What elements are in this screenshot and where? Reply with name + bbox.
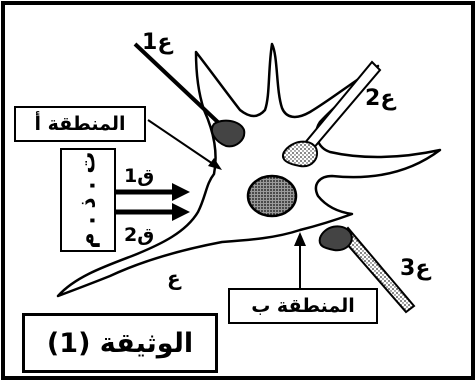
neuron-3-bouton [318, 225, 353, 252]
neuron-outline [56, 42, 442, 298]
region-a-label: المنطقة أ [14, 106, 146, 142]
stimulation-device-label: ت . ذ . م [75, 151, 101, 249]
region-a-arrow [147, 119, 217, 167]
neuron-main-label: ع [167, 266, 181, 290]
stimulus-2-label: ق2 [124, 224, 155, 246]
neuron-1-axon [133, 42, 224, 128]
stimulation-device: ت . ذ . م [60, 148, 116, 252]
neuron-1-label: ع1 [142, 30, 173, 55]
neuron-3-label: ع3 [400, 256, 431, 281]
stimulus-1-label: ق1 [124, 165, 155, 187]
neuron-2-label: ع2 [365, 86, 396, 111]
neuron-2-bouton [282, 140, 318, 168]
nucleus [246, 174, 298, 218]
document-title: الوثيقة (1) [22, 313, 218, 373]
region-b-label: المنطقة ب [228, 288, 378, 324]
neuron-1-bouton [210, 119, 246, 148]
